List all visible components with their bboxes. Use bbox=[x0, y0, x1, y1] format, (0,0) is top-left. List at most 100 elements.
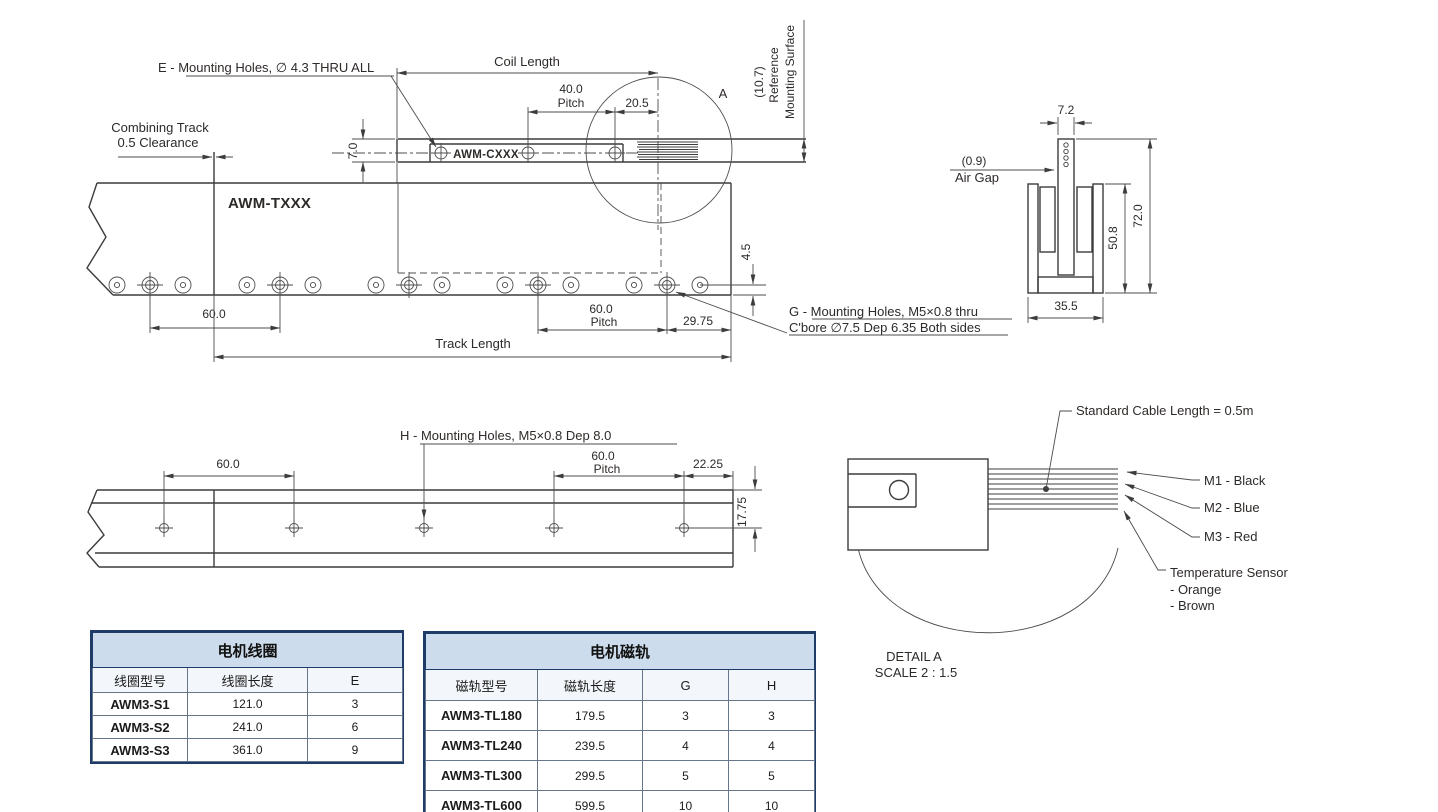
cable-ribbon-hatch bbox=[637, 141, 698, 163]
cell: 10 bbox=[727, 790, 816, 812]
detail-boundary-arc bbox=[857, 547, 1119, 634]
dim-7-2: 7.2 bbox=[1058, 103, 1075, 117]
detail-a-scale: SCALE 2 : 1.5 bbox=[875, 665, 957, 680]
temp-sensor-orange: - Orange bbox=[1170, 582, 1221, 597]
combining-track-note2: 0.5 Clearance bbox=[118, 135, 199, 150]
track-break-line bbox=[86, 489, 105, 568]
coil-end-hole bbox=[888, 479, 910, 501]
dim-72-0: 72.0 bbox=[1131, 204, 1145, 228]
airgap-label: Air Gap bbox=[955, 170, 999, 185]
wire-m2-label: M2 - Blue bbox=[1204, 500, 1260, 515]
cell: 6 bbox=[306, 715, 404, 739]
magnet-col-header: 磁轨型号 bbox=[425, 669, 538, 701]
cell: 5 bbox=[727, 760, 816, 791]
dim-7-0: 7.0 bbox=[346, 142, 360, 159]
cell: 179.5 bbox=[537, 700, 643, 731]
h-mounting-holes bbox=[154, 518, 694, 538]
coil-table: 电机线圈 线圈型号 线圈长度 E AWM3-S1 121.0 3 AWM3-S2… bbox=[90, 630, 404, 764]
magnet-col-header: G bbox=[642, 669, 729, 701]
h-mounting-note: H - Mounting Holes, M5×0.8 Dep 8.0 bbox=[400, 428, 611, 443]
detail-a-circle bbox=[585, 76, 733, 224]
dim-10-7: (10.7) bbox=[752, 66, 766, 97]
temp-sensor-label: Temperature Sensor bbox=[1170, 565, 1288, 580]
coil-part-label: AWM-CXXX bbox=[453, 149, 519, 161]
dim-4-5: 4.5 bbox=[739, 243, 753, 260]
cell: AWM3-TL240 bbox=[425, 730, 538, 761]
wire-m1-label: M1 - Black bbox=[1204, 473, 1266, 488]
magnet-col-header: 磁轨长度 bbox=[537, 669, 643, 701]
track-wall-right bbox=[1092, 183, 1104, 294]
dim-40-pitch: 40.0 bbox=[559, 82, 583, 96]
cell: AWM3-S3 bbox=[92, 738, 188, 762]
top-assembly-view: AWM-CXXX AWM-TXXX A E - Mounting Holes, … bbox=[86, 20, 1012, 362]
cell: 361.0 bbox=[187, 738, 308, 762]
reference-label2: Mounting Surface bbox=[783, 25, 797, 119]
track-part-label: AWM-TXXX bbox=[228, 195, 311, 212]
cable-bundle bbox=[988, 468, 1118, 510]
g-mounting-note1: G - Mounting Holes, M5×0.8 thru bbox=[789, 304, 978, 319]
cell: AWM3-S2 bbox=[92, 715, 188, 739]
magnet-track-table: 电机磁轨 磁轨型号 磁轨长度 G H AWM3-TL180 179.5 3 3 … bbox=[423, 631, 816, 812]
track-wall-left bbox=[1027, 183, 1039, 294]
dim-60-pitch-word: Pitch bbox=[591, 315, 618, 329]
dim-50-8: 50.8 bbox=[1106, 226, 1120, 250]
cell: AWM3-TL180 bbox=[425, 700, 538, 731]
dim-20-5: 20.5 bbox=[625, 96, 649, 110]
cell: 599.5 bbox=[537, 790, 643, 812]
cell: 3 bbox=[642, 700, 729, 731]
cell: 10 bbox=[642, 790, 729, 812]
cell: AWM3-S1 bbox=[92, 692, 188, 716]
coil-col-header: E bbox=[306, 667, 404, 693]
reference-label1: Reference bbox=[767, 47, 781, 103]
coil-length-label: Coil Length bbox=[494, 54, 560, 69]
track-break-line bbox=[86, 182, 114, 296]
coil-hole bbox=[430, 142, 452, 164]
cell: 299.5 bbox=[537, 760, 643, 791]
dim-22-25: 22.25 bbox=[693, 457, 723, 471]
cell: 5 bbox=[642, 760, 729, 791]
cell: AWM3-TL600 bbox=[425, 790, 538, 812]
magnet-table-title: 电机磁轨 bbox=[424, 633, 816, 670]
temp-sensor-brown: - Brown bbox=[1170, 598, 1215, 613]
combining-track-note1: Combining Track bbox=[111, 120, 209, 135]
cable-length-note: Standard Cable Length = 0.5m bbox=[1076, 403, 1253, 418]
cell: 121.0 bbox=[187, 692, 308, 716]
dim-60-pitch: 60.0 bbox=[589, 302, 613, 316]
airgap-value: (0.9) bbox=[962, 154, 987, 168]
magnet-right bbox=[1076, 186, 1093, 253]
cell: 3 bbox=[727, 700, 816, 731]
dim-35-5: 35.5 bbox=[1054, 299, 1078, 313]
track-bottom-view: H - Mounting Holes, M5×0.8 Dep 8.0 60.0 … bbox=[86, 428, 762, 568]
wire-m3-label: M3 - Red bbox=[1204, 529, 1257, 544]
coil-table-title: 电机线圈 bbox=[91, 632, 404, 668]
cell: 4 bbox=[642, 730, 729, 761]
track-mounting-holes bbox=[108, 271, 709, 299]
detail-a-view: Standard Cable Length = 0.5m M1 - Black … bbox=[847, 403, 1288, 680]
cell: 241.0 bbox=[187, 715, 308, 739]
dim-17-75: 17.75 bbox=[735, 497, 749, 527]
dim-29-75: 29.75 bbox=[683, 314, 713, 328]
magnet-left bbox=[1039, 186, 1056, 253]
cross-section-view: 7.2 (0.9) Air Gap 50.8 72.0 35.5 bbox=[950, 103, 1157, 323]
dim-60: 60.0 bbox=[216, 457, 240, 471]
coil-col-header: 线圈型号 bbox=[92, 667, 188, 693]
magnet-col-header: H bbox=[727, 669, 816, 701]
cell: 239.5 bbox=[537, 730, 643, 761]
track-length-label: Track Length bbox=[435, 336, 510, 351]
cell: 4 bbox=[727, 730, 816, 761]
track-base bbox=[1037, 276, 1094, 294]
coil-col-header: 线圈长度 bbox=[187, 667, 308, 693]
dim-40-pitch-word: Pitch bbox=[558, 96, 585, 110]
dim-60-pitch-word: Pitch bbox=[594, 462, 621, 476]
cell: 9 bbox=[306, 738, 404, 762]
detail-a-title: DETAIL A bbox=[886, 649, 942, 664]
dim-60-pitch: 60.0 bbox=[591, 449, 615, 463]
cell: AWM3-TL300 bbox=[425, 760, 538, 791]
g-mounting-note2: C'bore ∅7.5 Dep 6.35 Both sides bbox=[789, 320, 981, 335]
coil-blade-section bbox=[1057, 138, 1075, 276]
detail-a-mark: A bbox=[719, 86, 728, 101]
coil-end-body bbox=[847, 458, 989, 551]
e-mounting-note: E - Mounting Holes, ∅ 4.3 THRU ALL bbox=[158, 60, 374, 75]
